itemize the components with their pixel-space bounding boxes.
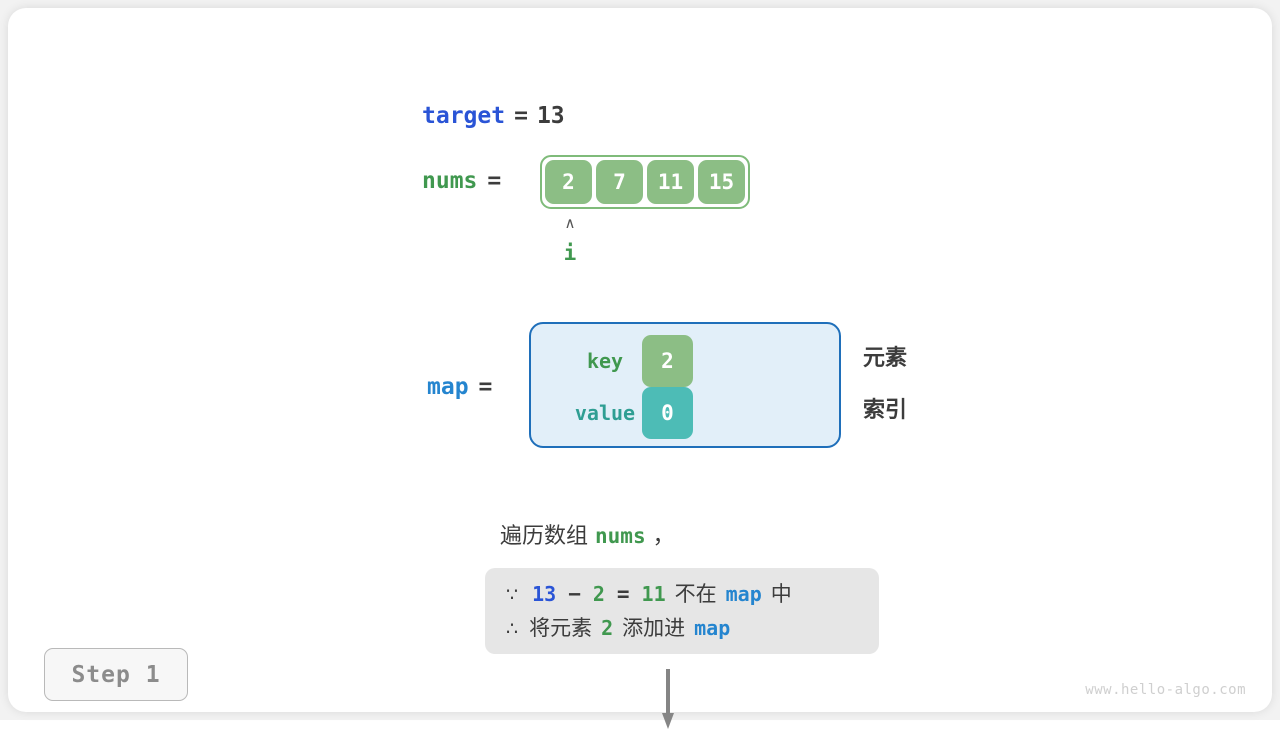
- reasoning-operand-current: 2: [592, 582, 605, 606]
- target-declaration: target = 13: [422, 101, 565, 131]
- nums-cell-2: 11: [647, 160, 694, 204]
- reasoning-operand-target: 13: [532, 582, 557, 606]
- index-pointer-caret-icon: ∧: [564, 214, 576, 232]
- map-equals-sign: =: [478, 374, 493, 400]
- map-container: key 2 value 0: [529, 322, 841, 729]
- reasoning-line-2: ∴ 将元素 2 添加进 map: [506, 612, 879, 646]
- nums-equals-sign: =: [487, 168, 502, 194]
- watermark: www.hello-algo.com: [1085, 682, 1246, 698]
- map-legend: 元素 索引: [863, 322, 983, 448]
- target-variable-name: target: [422, 103, 506, 129]
- map-key-cell-0: 2: [642, 335, 693, 387]
- target-value: 13: [536, 103, 565, 129]
- map-declaration: map =: [427, 372, 492, 402]
- map-value-cell-0: 0: [642, 387, 693, 439]
- reasoning-added-element: 2: [601, 616, 614, 640]
- reasoning-line-1: ∵ 13−2 = 11 不在 map 中: [506, 578, 879, 612]
- caption-suffix: ，: [652, 524, 675, 549]
- map-variable-name: map: [427, 374, 469, 400]
- reasoning-minus-sign: −: [568, 582, 581, 606]
- nums-cell-1: 7: [596, 160, 643, 204]
- reasoning-map-token-1: map: [725, 582, 762, 606]
- map-key-label: key: [586, 349, 624, 373]
- nums-declaration: nums =: [422, 166, 501, 196]
- because-symbol: ∵: [506, 584, 519, 606]
- target-equals-sign: =: [514, 103, 528, 129]
- caption-code-token: nums: [595, 524, 646, 548]
- map-value-row: value 0: [531, 387, 839, 439]
- map-key-row: key 2: [531, 335, 839, 387]
- illustration-card: target = 13 nums = 2 7 11 15 ∧ i map = key 2…: [8, 8, 1272, 729]
- therefore-symbol: ∴: [506, 618, 519, 640]
- reasoning-map-token-2: map: [694, 616, 731, 640]
- caption-prefix: 遍历数组: [500, 524, 589, 549]
- reasoning-complement-value: 11: [641, 582, 666, 606]
- index-pointer-label: i: [563, 241, 577, 265]
- map-value-label: value: [574, 401, 636, 425]
- step-badge: Step 1: [44, 648, 188, 701]
- nums-cell-3: 15: [698, 160, 745, 204]
- reasoning-equals-sign: =: [616, 582, 630, 606]
- nums-cell-0: 2: [545, 160, 592, 204]
- nums-array: 2 7 11 15: [540, 155, 750, 209]
- legend-key-meaning: 元素: [863, 346, 908, 371]
- key-to-value-arrow-icon: [662, 669, 674, 729]
- reasoning-add-element-text: 将元素: [529, 616, 593, 640]
- nums-variable-name: nums: [422, 168, 478, 194]
- reasoning-not-in-text: 不在: [674, 582, 717, 606]
- legend-value-meaning: 索引: [863, 398, 908, 423]
- reasoning-add-into-text: 添加进: [622, 616, 686, 640]
- reasoning-tail-text: 中: [770, 582, 792, 606]
